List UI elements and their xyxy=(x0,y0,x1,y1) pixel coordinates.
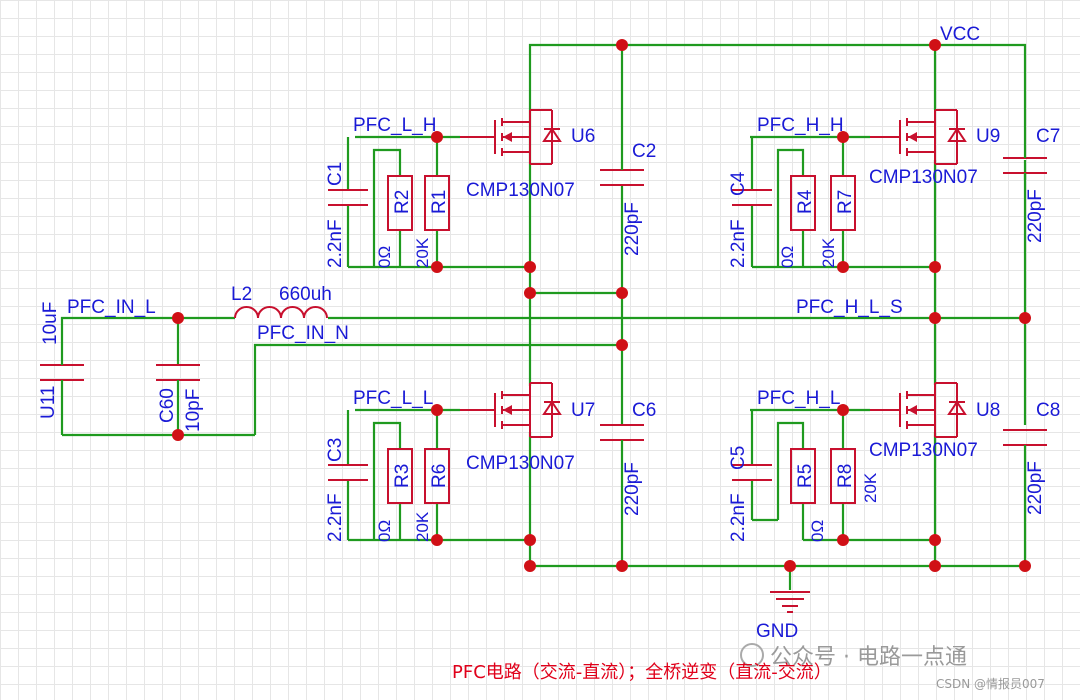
value-r1: 20K xyxy=(413,237,432,268)
component-labels: U6 U7 U9 U8 CMP130N07 CMP130N07 CMP130N0… xyxy=(38,126,1060,542)
inductor-l2 xyxy=(234,306,328,319)
value-c8: 220pF xyxy=(1025,461,1046,515)
watermark-text: 公众号 · 电路一点通 xyxy=(770,645,967,670)
label-u8: U8 xyxy=(976,400,1000,421)
label-c1: C1 xyxy=(325,162,346,186)
label-u6: U6 xyxy=(571,126,595,147)
label-r3: R3 xyxy=(392,464,413,488)
watermark: 公众号 · 电路一点通 CSDN @情报员007 xyxy=(740,643,1045,691)
input-capacitors xyxy=(40,345,200,394)
label-r1: R1 xyxy=(429,190,450,214)
value-c3: 2.2nF xyxy=(325,493,346,542)
label-c7: C7 xyxy=(1036,126,1060,147)
junction-dots xyxy=(172,39,1031,572)
value-r8: 20K xyxy=(861,472,880,503)
part-u8: CMP130N07 xyxy=(869,440,978,461)
gate-capacitors xyxy=(328,189,772,481)
value-u11: 10uF xyxy=(40,302,61,345)
label-u11: U11 xyxy=(38,386,59,419)
net-pfc-in-l: PFC_IN_L xyxy=(67,297,156,318)
caption: PFC电路（交流-直流）；全桥逆变（直流-交流） xyxy=(452,662,832,683)
resistors xyxy=(387,175,856,504)
net-pfc-l-l: PFC_L_L xyxy=(353,388,433,409)
value-r5: 0Ω xyxy=(808,520,827,542)
value-c2: 220pF xyxy=(622,202,643,256)
net-gnd: GND xyxy=(756,621,798,642)
label-c60: C60 xyxy=(157,388,178,423)
label-c8: C8 xyxy=(1036,400,1060,421)
label-r2: R2 xyxy=(392,190,413,214)
value-r3: 0Ω xyxy=(375,520,394,542)
net-pfc-h-h: PFC_H_H xyxy=(757,115,844,136)
label-l2: L2 xyxy=(231,284,252,305)
label-r8: R8 xyxy=(835,464,856,488)
label-c6: C6 xyxy=(632,400,656,421)
label-c4: C4 xyxy=(728,171,749,196)
label-r7: R7 xyxy=(835,190,856,214)
value-r2: 0Ω xyxy=(375,246,394,268)
bus-capacitors xyxy=(600,125,1047,450)
mosfet-u7 xyxy=(460,382,561,438)
value-c60: 10pF xyxy=(183,389,204,432)
value-r4: 0Ω xyxy=(778,246,797,268)
label-c3: C3 xyxy=(325,438,346,462)
net-pfc-h-l-s: PFC_H_L_S xyxy=(796,297,903,318)
label-r4: R4 xyxy=(795,189,816,214)
net-pfc-l-h: PFC_L_H xyxy=(353,115,436,136)
net-labels: VCC PFC_L_H PFC_H_H PFC_L_L PFC_H_L PFC_… xyxy=(67,24,980,642)
net-pfc-in-n: PFC_IN_N xyxy=(257,323,349,344)
mosfet-u6 xyxy=(460,109,561,165)
part-u7: CMP130N07 xyxy=(466,453,575,474)
value-c7: 220pF xyxy=(1025,189,1046,243)
watermark-csdn: CSDN @情报员007 xyxy=(936,676,1045,691)
value-c1: 2.2nF xyxy=(325,219,346,268)
label-c2: C2 xyxy=(632,141,656,162)
label-u7: U7 xyxy=(571,400,595,421)
mosfet-u9 xyxy=(870,109,966,165)
part-u6: CMP130N07 xyxy=(466,180,575,201)
value-l2: 660uh xyxy=(279,284,332,305)
label-r5: R5 xyxy=(795,464,816,488)
label-c5: C5 xyxy=(728,446,749,470)
value-r7: 20K xyxy=(819,237,838,268)
value-c5: 2.2nF xyxy=(728,493,749,542)
part-u9: CMP130N07 xyxy=(869,167,978,188)
value-r6: 20K xyxy=(413,511,432,542)
net-vcc: VCC xyxy=(940,24,980,45)
label-r6: R6 xyxy=(429,464,450,488)
wechat-icon xyxy=(740,643,764,667)
mosfet-u8 xyxy=(870,382,966,438)
value-c6: 220pF xyxy=(622,462,643,516)
label-u9: U9 xyxy=(976,126,1000,147)
ground-symbol xyxy=(770,591,810,613)
net-pfc-h-l: PFC_H_L xyxy=(757,388,840,409)
value-c4: 2.2nF xyxy=(728,219,749,268)
